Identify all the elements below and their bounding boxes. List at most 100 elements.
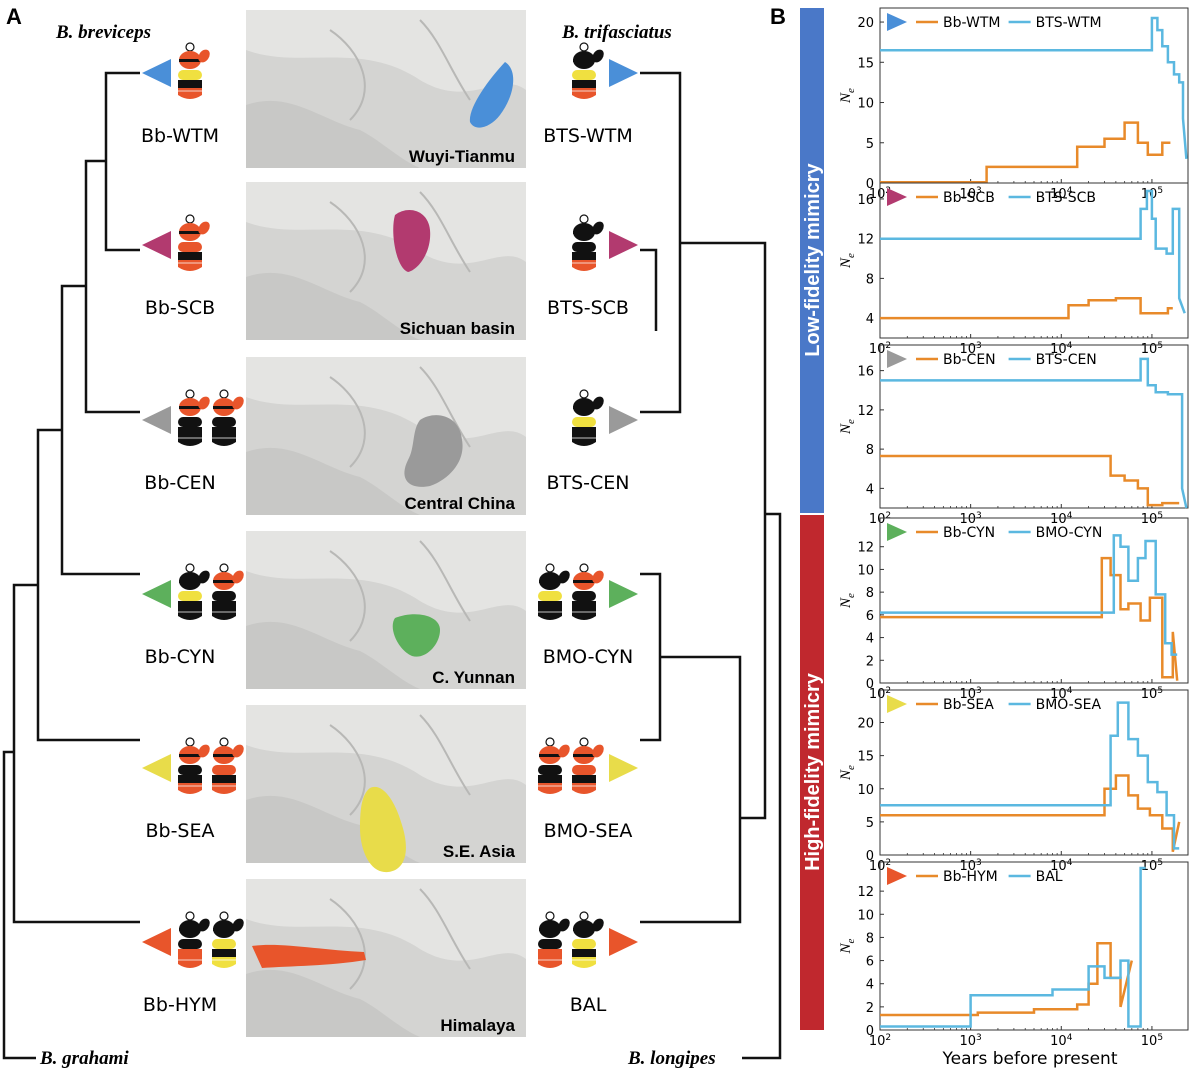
y-tick-label: 0 — [866, 177, 874, 192]
range-map: Himalaya — [246, 879, 526, 1037]
right-outgroup-label: B. longipes — [627, 1048, 716, 1069]
region-label: Central China — [404, 494, 515, 513]
legend-population-marker — [887, 523, 907, 541]
y-axis-label: Ne — [838, 419, 857, 435]
high-fidelity-label: High-fidelity mimicry — [802, 672, 824, 871]
y-tick-label: 2 — [866, 654, 874, 669]
y-tick-label: 4 — [866, 312, 874, 327]
bumblebee-icon — [212, 389, 244, 446]
y-tick-label: 15 — [857, 750, 874, 765]
y-tick-label: 0 — [866, 677, 874, 692]
right-phylogeny — [640, 71, 782, 1060]
right-population-label: BTS-WTM — [543, 125, 633, 147]
y-tick-label: 20 — [857, 717, 874, 732]
legend-label: BTS-SCB — [1036, 190, 1096, 206]
population-marker-left — [142, 754, 171, 782]
legend-label: BMO-SEA — [1036, 697, 1102, 713]
bumblebee-icon — [212, 563, 244, 620]
left-population-label: Bb-CEN — [144, 472, 215, 494]
y-tick-label: 8 — [866, 443, 874, 458]
low-fidelity-band — [800, 8, 824, 513]
y-tick-label: 8 — [866, 272, 874, 287]
y-tick-label: 0 — [866, 1024, 874, 1039]
left-species-label: B. breviceps — [55, 22, 151, 43]
y-tick-label: 4 — [866, 632, 874, 647]
series-line-mimic — [880, 16, 1188, 160]
bumblebee-icon — [572, 563, 604, 620]
y-axis-label: Ne — [838, 938, 857, 954]
right-population-label: BTS-SCB — [547, 297, 629, 319]
y-axis-label: Ne — [838, 253, 857, 269]
demographic-charts: 05101520102103104105NeBb-WTMBTS-WTM48121… — [838, 7, 1189, 1049]
range-region-shape — [469, 62, 514, 128]
right-population-label: BTS-CEN — [546, 472, 629, 494]
x-tick-label: 103 — [960, 1033, 982, 1049]
legend-label: Bb-CEN — [943, 352, 996, 368]
population-marker-left — [142, 59, 171, 87]
bumblebee-icon — [178, 911, 210, 968]
population-marker-left — [142, 580, 171, 608]
y-tick-label: 20 — [857, 16, 874, 31]
population-marker-left — [142, 928, 171, 956]
legend-label: Bb-HYM — [943, 869, 998, 885]
series-line-bb — [880, 121, 1171, 184]
y-tick-label: 4 — [866, 978, 874, 993]
y-tick-label: 6 — [866, 609, 874, 624]
y-tick-label: 6 — [866, 955, 874, 970]
x-axis-label: Years before present — [942, 1049, 1118, 1069]
range-map: Central China — [246, 357, 526, 515]
panel-a-letter: A — [6, 4, 22, 29]
series-line-bb — [880, 941, 1134, 1017]
region-label: C. Yunnan — [432, 668, 515, 687]
bumblebee-icon — [178, 214, 210, 271]
bumblebee-icon — [572, 42, 604, 99]
bumblebee-icon — [538, 563, 570, 620]
legend-label: BMO-CYN — [1036, 525, 1103, 541]
x-tick-label: 105 — [1141, 1033, 1163, 1049]
series-line-mimic — [880, 357, 1188, 509]
bumblebee-icon — [178, 42, 210, 99]
region-label: Wuyi-Tianmu — [409, 147, 515, 166]
y-tick-label: 12 — [857, 233, 874, 248]
y-axis-label: Ne — [838, 88, 857, 104]
y-tick-label: 16 — [857, 193, 874, 208]
left-population-label: Bb-CYN — [145, 646, 216, 668]
left-outgroup-label: B. grahami — [39, 1048, 129, 1069]
range-region-shape — [392, 614, 440, 657]
y-tick-label: 12 — [857, 885, 874, 900]
left-population-label: Bb-WTM — [141, 125, 219, 147]
left-population-label: Bb-SCB — [145, 297, 215, 319]
population-marker-left — [142, 406, 171, 434]
x-tick-label: 105 — [1141, 511, 1163, 527]
y-tick-label: 0 — [866, 849, 874, 864]
population-marker-right — [609, 754, 638, 782]
range-region-shape — [404, 415, 463, 487]
legend-population-marker — [887, 350, 907, 368]
population-marker-right — [609, 580, 638, 608]
bumblebee-icon — [572, 911, 604, 968]
plot-frame — [879, 689, 1189, 856]
low-fidelity-label: Low-fidelity mimicry — [802, 162, 824, 356]
y-tick-label: 2 — [866, 1001, 874, 1016]
legend-label: Bb-WTM — [943, 15, 1000, 31]
population-marker-right — [609, 231, 638, 259]
population-marker-right — [609, 59, 638, 87]
bumblebee-icon — [538, 911, 570, 968]
legend-label: BTS-CEN — [1036, 352, 1097, 368]
region-label: S.E. Asia — [443, 842, 516, 861]
range-map: C. Yunnan — [246, 531, 526, 689]
right-population-label: BMO-SEA — [544, 820, 633, 842]
y-tick-label: 10 — [857, 908, 874, 923]
population-row: Wuyi-Tianmu Bb-WTM BTS-WTM — [141, 10, 638, 168]
y-tick-label: 5 — [866, 137, 874, 152]
series-line-bb — [880, 774, 1181, 852]
x-tick-label: 105 — [1141, 686, 1163, 702]
range-map: Sichuan basin — [246, 182, 526, 340]
x-tick-label: 102 — [869, 1033, 891, 1049]
bumblebee-icon — [572, 214, 604, 271]
